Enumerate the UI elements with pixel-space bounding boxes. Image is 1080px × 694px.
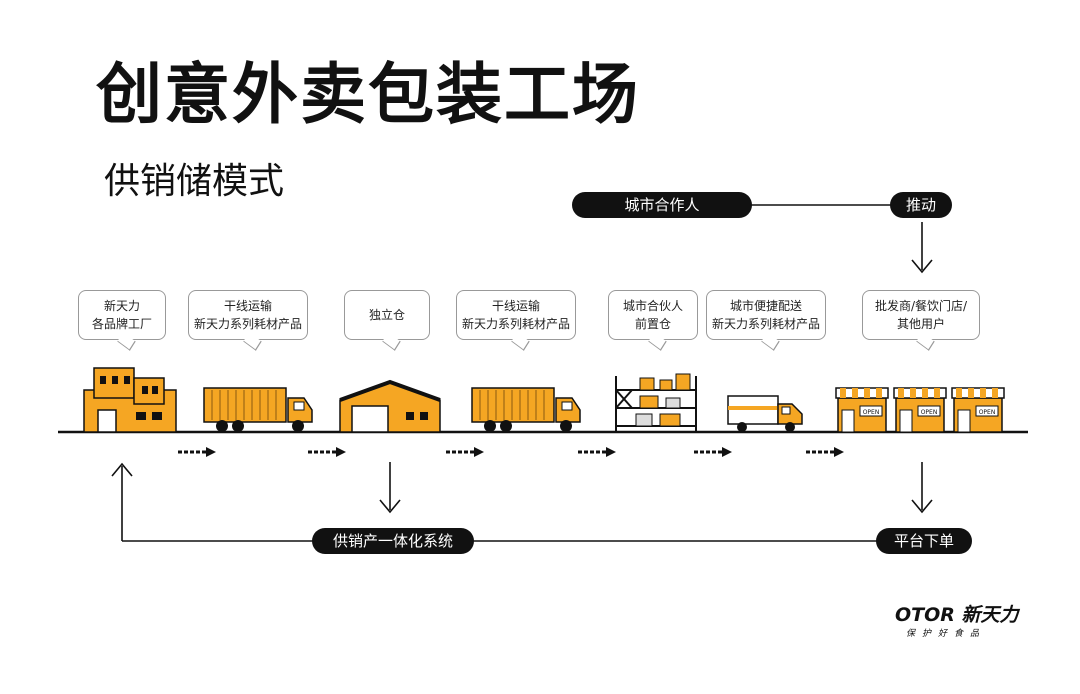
bubble-trunk-2-line2: 新天力系列耗材产品 [461,317,570,331]
shop-sign-2: OPEN [921,409,938,416]
shop-icon-2: OPEN [893,387,947,432]
page-subtitle: 供销储模式 [104,161,285,202]
shop-sign-1: OPEN [863,409,880,416]
shelf-warehouse-icon [615,373,697,432]
bubble-factory: 新天力 各品牌工厂 [78,290,166,340]
bubble-trunk-1-line2: 新天力系列耗材产品 [193,317,302,331]
brand-logo: OTOR 新天力 [895,604,1019,626]
factory-icon [83,367,177,432]
bubble-front-warehouse: 城市合伙人 前置仓 [608,290,698,340]
bubble-city-delivery-line1: 城市便捷配送 [729,299,802,313]
bubble-end-users-line2: 其他用户 [896,317,945,331]
platform-order-pill: 平台下单 [876,528,972,554]
bubble-city-delivery-line2: 新天力系列耗材产品 [711,317,820,331]
bubble-warehouse-line1: 独立仓 [368,308,405,322]
shop-sign-3: OPEN [979,409,996,416]
promote-pill: 推动 [890,192,952,218]
bubble-factory-line1: 新天力 [103,299,140,313]
bubble-trunk-transport-2: 干线运输 新天力系列耗材产品 [456,290,576,340]
bubble-end-users-line1: 批发商/餐饮门店/ [874,299,968,313]
bubble-trunk-1-line1: 干线运输 [223,299,272,313]
bubble-front-wh-line2: 前置仓 [634,317,671,331]
brand-tagline: 保护好食品 [906,629,987,639]
dashed-flow-arrows [178,447,844,457]
bubble-factory-line2: 各品牌工厂 [91,317,152,331]
bubble-city-delivery: 城市便捷配送 新天力系列耗材产品 [706,290,826,340]
bubble-trunk-2-line1: 干线运输 [491,299,540,313]
shop-icon-3: OPEN [951,387,1005,432]
bubble-trunk-transport-1: 干线运输 新天力系列耗材产品 [188,290,308,340]
warehouse-icon [339,379,441,432]
truck-icon-2 [471,387,581,432]
bubble-warehouse: 独立仓 [344,290,430,340]
truck-icon-1 [203,387,313,432]
city-partner-pill: 城市合作人 [572,192,752,218]
bubble-end-users: 批发商/餐饮门店/ 其他用户 [862,290,980,340]
system-pill: 供销产一体化系统 [312,528,474,554]
delivery-van-icon [727,395,803,432]
page-title: 创意外卖包装工场 [96,56,640,133]
bubble-front-wh-line1: 城市合伙人 [622,299,683,313]
shop-icon-1: OPEN [835,387,889,432]
